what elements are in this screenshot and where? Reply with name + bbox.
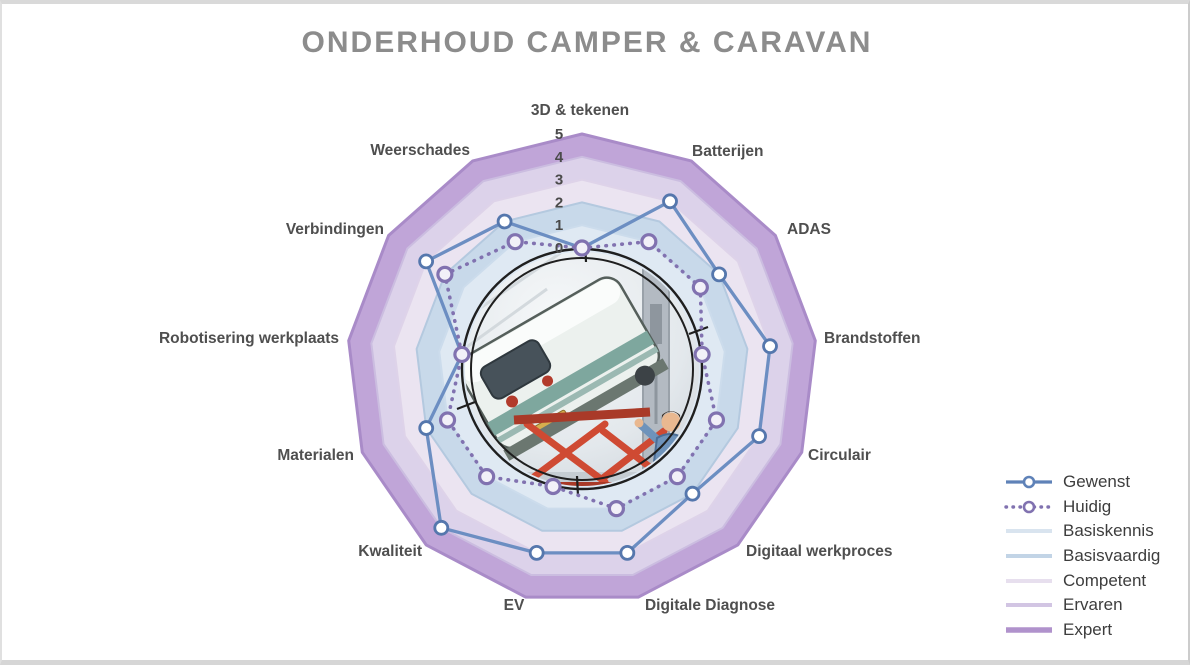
legend-label: Huidig (1063, 496, 1112, 516)
chart-title: ONDERHOUD CAMPER & CARAVAN (301, 26, 873, 59)
legend-item-huidig: Huidig (1004, 495, 1182, 520)
frame-ticks (456, 241, 709, 497)
marker-huidig-11 (436, 265, 454, 283)
legend-label: Expert (1063, 619, 1113, 639)
marker-gewenst-6 (619, 544, 636, 561)
marker-huidig-6 (607, 500, 626, 518)
huidig-swatch-icon (1004, 500, 1054, 514)
marker-huidig-7 (544, 477, 562, 496)
category-label-11: Verbindingen (286, 221, 384, 238)
category-label-0: 3D & tekenen (531, 102, 629, 119)
marker-gewenst-11 (418, 253, 435, 270)
category-label-6: Digitale Diagnose (645, 597, 775, 614)
legend-label: Basisvaardig (1063, 546, 1161, 566)
tick-0: 0 (555, 240, 563, 257)
legend-item-expert: Expert (1004, 618, 1182, 643)
tick-4: 4 (555, 149, 564, 166)
marker-gewenst-12 (496, 213, 513, 230)
legend-label: Ervaren (1063, 595, 1123, 615)
marker-huidig-8 (478, 468, 496, 486)
legend-label: Competent (1063, 570, 1147, 590)
marker-gewenst-2 (711, 266, 728, 283)
category-label-7: EV (504, 597, 525, 614)
marker-huidig-4 (707, 411, 726, 429)
category-label-5: Digitaal werkproces (746, 543, 892, 560)
category-label-4: Circulair (808, 447, 871, 464)
category-label-1: Batterijen (692, 143, 764, 160)
legend-item-gewenst: Gewenst (1004, 470, 1182, 495)
marker-gewenst-7 (528, 544, 545, 561)
tick-1: 1 (555, 217, 563, 234)
series-line-gewenst (424, 199, 772, 555)
axis-tick-labels: 0 1 2 3 4 5 (555, 126, 564, 257)
tick-3: 3 (555, 172, 563, 189)
marker-gewenst-3 (762, 338, 778, 355)
competent-swatch-icon (1006, 578, 1052, 583)
legend-item-basiskennis: Basiskennis (1004, 519, 1182, 544)
marker-huidig-5 (668, 468, 686, 486)
category-label-12: Weerschades (370, 142, 470, 159)
marker-huidig-10 (453, 345, 471, 364)
series-line-huidig (443, 239, 719, 511)
tick-5: 5 (555, 126, 563, 143)
data-series (418, 193, 778, 561)
marker-huidig-3 (693, 345, 711, 364)
marker-huidig-9 (438, 411, 457, 429)
marker-huidig-12 (506, 233, 524, 251)
marker-gewenst-4 (751, 428, 767, 445)
category-label-9: Materialen (277, 447, 354, 464)
legend-label: Basiskennis (1063, 521, 1154, 541)
expert-swatch-icon (1006, 627, 1052, 633)
marker-gewenst-8 (433, 519, 450, 536)
marker-huidig-1 (640, 233, 658, 251)
gewenst-swatch-icon (1006, 475, 1052, 489)
marker-gewenst-9 (418, 420, 435, 436)
basiskennis-swatch-icon (1006, 529, 1052, 534)
marker-gewenst-5 (684, 485, 701, 502)
legend-item-basisvaardig: Basisvaardig (1004, 544, 1182, 569)
legend-item-competent: Competent (1004, 568, 1182, 593)
legend-item-ervaren: Ervaren (1004, 593, 1182, 618)
marker-gewenst-1 (662, 193, 678, 210)
category-label-2: ADAS (787, 221, 831, 238)
basisvaardig-swatch-icon (1006, 554, 1052, 559)
ervaren-swatch-icon (1006, 603, 1052, 608)
marker-huidig-0 (573, 239, 591, 257)
marker-huidig-2 (691, 278, 709, 296)
category-label-3: Brandstoffen (824, 330, 920, 347)
tick-2: 2 (555, 194, 563, 211)
category-label-10: Robotisering werkplaats (159, 330, 339, 347)
legend-label: Gewenst (1063, 472, 1131, 492)
category-label-8: Kwaliteit (358, 543, 422, 560)
